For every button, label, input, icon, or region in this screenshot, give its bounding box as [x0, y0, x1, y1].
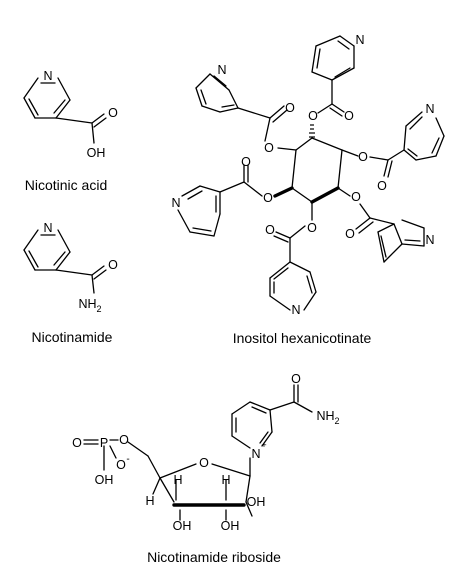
ester-right-ester-oxygen: O: [358, 150, 368, 164]
riboside-phosphate-bonds: [83, 439, 149, 471]
riboside-anomeric-hydroxyl: OH: [247, 495, 266, 509]
inositol-ester-oxygen-bonds: [277, 147, 359, 221]
ester-bottom-carbonyl-oxygen: O: [265, 223, 275, 237]
ester-bottom-ester-oxygen: O: [307, 221, 317, 235]
nicotinic-acid-carbonyl-oxygen: O: [108, 106, 118, 120]
nicotinamide-amine: NH2: [78, 297, 101, 314]
riboside-amide-carbonyl-oxygen: O: [291, 372, 301, 386]
caption-nicotinamide: Nicotinamide: [32, 329, 113, 345]
ester-lower-right-carbonyl-oxygen: O: [345, 227, 355, 241]
ester-lower-right-bonds: [355, 203, 425, 263]
riboside-phosphate-oxo-oxygen: O: [72, 436, 82, 450]
inositol-core-bold-bond: [310, 186, 340, 204]
nicotinamide-bonds: [23, 229, 107, 294]
nicotinamide-ring-nitrogen: N: [43, 221, 52, 235]
caption-nicotinic-acid: Nicotinic acid: [25, 177, 107, 193]
inositol-wedge-bond: [273, 186, 294, 198]
ester-right-carbonyl-oxygen: O: [377, 179, 387, 193]
ester-left-carbonyl-oxygen: O: [241, 155, 251, 169]
nicotinic-acid-hydroxyl: OH: [87, 146, 106, 160]
ester-left-ring-nitrogen: N: [171, 196, 180, 210]
ester-left-ester-oxygen: O: [263, 191, 273, 205]
riboside-phosphate-hydroxyl: OH: [95, 473, 114, 487]
riboside-hydroxyl-3: OH: [221, 519, 240, 533]
riboside-positive-charge: +: [261, 440, 266, 450]
ester-lower-right-ring-nitrogen: N: [425, 233, 434, 247]
ester-top-ring-nitrogen: N: [355, 33, 364, 47]
riboside-hydrogen-2: H: [173, 473, 182, 487]
inositol-hashed-bond: [309, 124, 315, 138]
riboside-pyridinium-bonds: [231, 384, 313, 449]
ester-lower-right-ester-oxygen: O: [351, 190, 361, 204]
nicotinic-acid-bonds: [23, 77, 107, 144]
nicotinamide-structure: N O NH2: [23, 221, 118, 314]
ester-right-ring-nitrogen: N: [425, 102, 434, 116]
ester-upper-left-ring-nitrogen: N: [217, 63, 226, 77]
ester-upper-left-carbonyl-oxygen: O: [285, 101, 295, 115]
riboside-phosphate-anion-oxygen: O: [116, 458, 126, 472]
ester-right-bonds: [369, 111, 445, 178]
nicotinamide-carbonyl-oxygen: O: [108, 258, 118, 272]
riboside-ring-oxygen: O: [199, 456, 209, 470]
riboside-hydroxyl-2: OH: [173, 519, 192, 533]
caption-nicotinamide-riboside: Nicotinamide riboside: [147, 549, 281, 565]
ester-top-bonds: [311, 35, 355, 117]
ester-left-bonds: [177, 164, 263, 237]
riboside-phosphorus: P: [100, 436, 108, 450]
inositol-core-ring: [291, 137, 343, 203]
inositol-hexanicotinate-structure: N O O N O O: [171, 33, 445, 317]
nicotinamide-riboside-structure: N + O NH2 O P O O - OH: [72, 372, 339, 533]
ester-bottom-ring-nitrogen: N: [291, 303, 300, 317]
caption-inositol-hexanicotinate: Inositol hexanicotinate: [233, 330, 372, 346]
riboside-phosphate-ester-oxygen: O: [119, 433, 129, 447]
ester-top-ester-oxygen: O: [308, 109, 318, 123]
ester-upper-left-bonds: [195, 73, 288, 142]
riboside-hydrogen-3: H: [221, 473, 230, 487]
nicotinic-acid-ring-nitrogen: N: [43, 69, 52, 83]
riboside-amide-amine: NH2: [316, 409, 339, 426]
riboside-hydrogen-1: H: [145, 494, 154, 508]
nicotinic-acid-structure: N O OH: [23, 69, 118, 160]
ester-upper-left-ester-oxygen: O: [264, 141, 274, 155]
riboside-pyridinium-nitrogen: N: [251, 447, 260, 461]
riboside-negative-charge: -: [126, 454, 129, 465]
ester-bottom-bonds: [269, 225, 317, 311]
riboside-ribose-bonds: [147, 455, 253, 521]
ester-top-carbonyl-oxygen: O: [344, 109, 354, 123]
